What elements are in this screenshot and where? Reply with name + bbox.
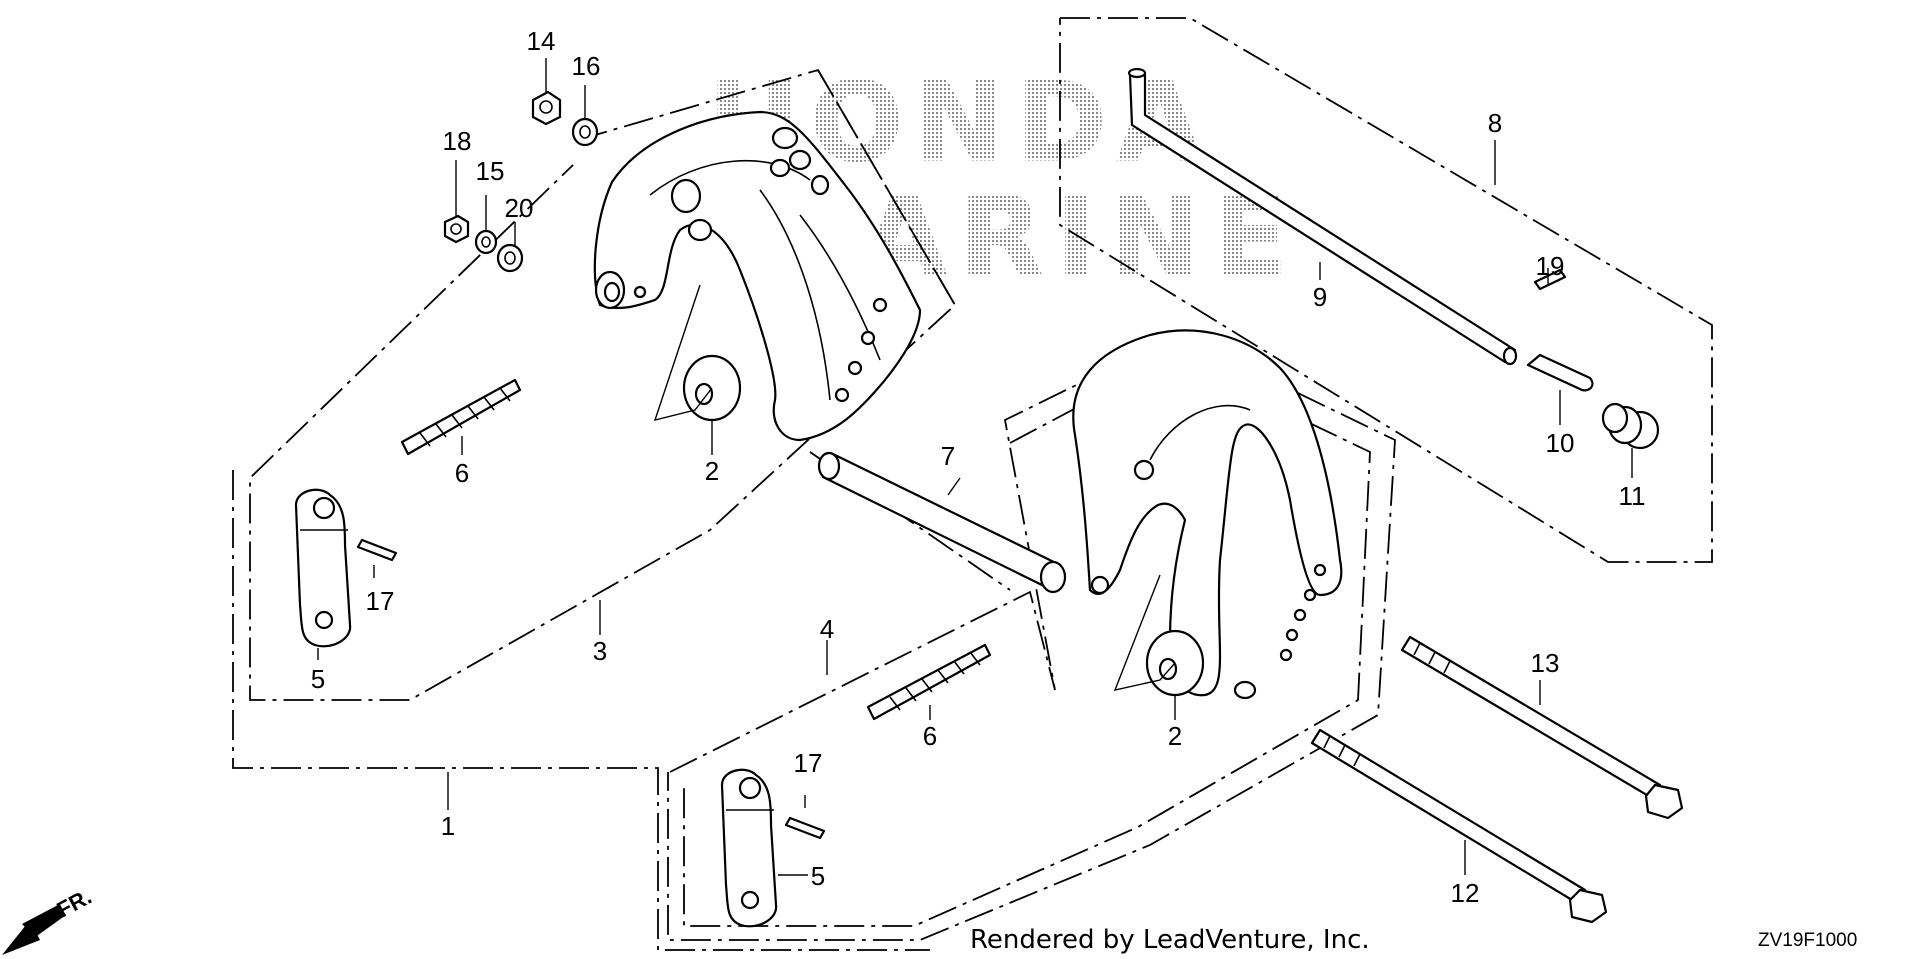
tilt-rod [1127, 67, 1518, 366]
knob [1601, 402, 1660, 450]
callout-15: 15 [476, 156, 505, 186]
group-outline-1 [232, 470, 930, 951]
callout-8: 8 [1488, 108, 1502, 138]
leader-lines [317, 58, 1633, 876]
callout-3: 3 [593, 636, 607, 666]
callout-1: 1 [441, 811, 455, 841]
group-outline-4-inner [683, 355, 1371, 927]
pin-left [356, 538, 398, 562]
callout-6-left: 6 [455, 458, 469, 488]
callout-5-left: 5 [311, 664, 325, 694]
washer-16 [571, 117, 599, 147]
callout-19: 19 [1536, 251, 1565, 281]
callout-14: 14 [527, 26, 556, 56]
callout-4: 4 [820, 614, 834, 644]
bolt-12 [1310, 728, 1608, 924]
washer-20 [496, 243, 524, 273]
stern-bracket-left [593, 110, 922, 442]
pin-top [1533, 268, 1567, 291]
pin-right [784, 816, 826, 840]
callout-17-left: 17 [366, 586, 395, 616]
nut-14 [531, 90, 562, 126]
callout-17-right: 17 [794, 748, 823, 778]
rendered-by-text: Rendered by LeadVenture, Inc. [970, 925, 1370, 955]
callout-6-right: 6 [923, 721, 937, 751]
group-outline-4 [667, 333, 1396, 941]
group-outline-3-inner [817, 69, 956, 306]
front-arrow-icon: FR. [2, 884, 96, 955]
group-outline-3 [249, 68, 957, 701]
callout-9: 9 [1313, 282, 1327, 312]
tilt-link-right [720, 768, 778, 928]
callout-16: 16 [572, 51, 601, 81]
stud-bolt-left [400, 378, 522, 456]
callouts: 1 2 2 3 4 5 5 6 6 7 8 9 10 11 12 13 14 1… [311, 26, 1646, 908]
callout-10: 10 [1546, 428, 1575, 458]
tilt-link-left [294, 488, 352, 648]
washer-15 [474, 229, 498, 255]
bolt-13 [1400, 635, 1684, 820]
callout-7: 7 [941, 441, 955, 471]
callout-2-right: 2 [1168, 721, 1182, 751]
nut-18 [443, 214, 470, 244]
tilt-tube [817, 451, 1067, 594]
stud-bolt-right [866, 643, 992, 721]
callout-13: 13 [1531, 648, 1560, 678]
stern-bracket-right [1072, 329, 1343, 700]
callout-20: 20 [505, 193, 534, 223]
callout-12: 12 [1451, 878, 1480, 908]
callout-2-left: 2 [705, 456, 719, 486]
callout-11: 11 [1619, 481, 1646, 511]
tilt-grip [1526, 353, 1594, 392]
callout-18: 18 [443, 126, 472, 156]
callout-5-right: 5 [811, 861, 825, 891]
diagram-code: ZV19F1000 [1758, 930, 1857, 951]
group-outline-8 [1059, 17, 1713, 563]
